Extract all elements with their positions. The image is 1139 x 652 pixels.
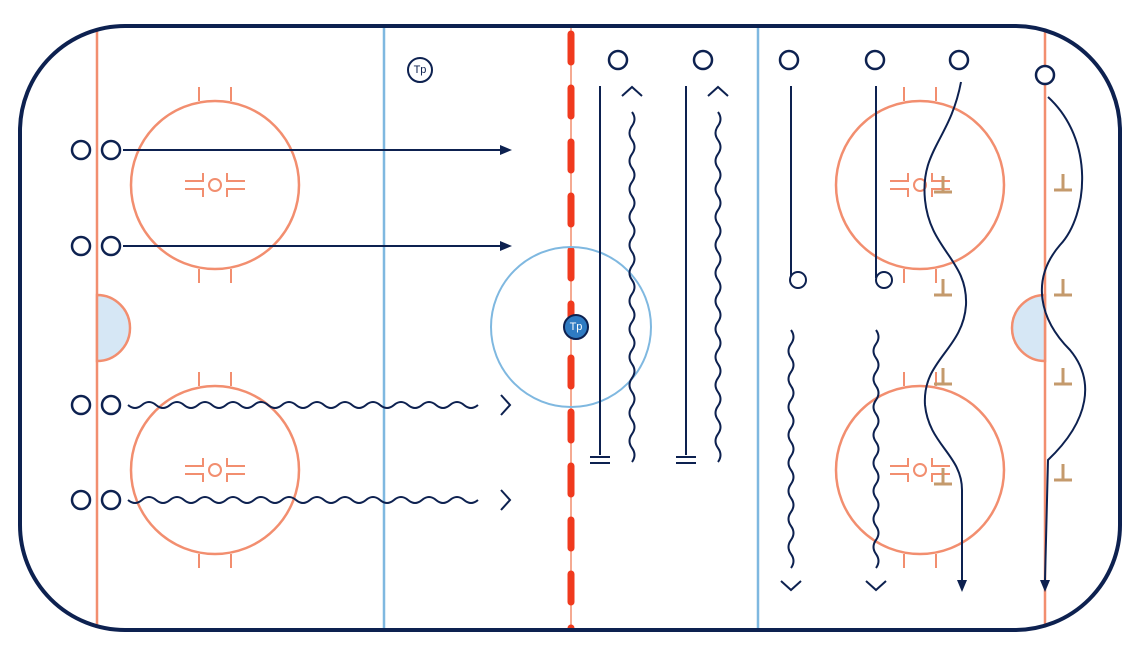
chevron-up-icon: [707, 85, 729, 97]
faceoff-circle: [834, 87, 1006, 283]
weave-path: [923, 81, 968, 580]
coach-label: Tp: [414, 64, 427, 76]
t-cone-icon: [934, 176, 952, 194]
chevron-right-icon: [500, 394, 512, 416]
player-circle-icon: [778, 49, 800, 71]
t-cone-icon: [934, 468, 952, 486]
player-circle-icon: [1034, 64, 1056, 86]
t-cone-icon: [1054, 368, 1072, 386]
coach-label: Tp: [570, 321, 583, 333]
faceoff-circles: [129, 87, 1006, 568]
faceoff-hash-marks: [185, 173, 245, 197]
faceoff-dot: [913, 178, 927, 192]
left-goal-crease: [95, 293, 132, 363]
player-circle-icon: [100, 235, 122, 257]
chevron-down-icon: [865, 580, 887, 592]
skate-with-puck-path: [872, 329, 880, 569]
t-cone-icon: [1054, 464, 1072, 482]
faceoff-dot: [208, 463, 222, 477]
skate-with-puck-path: [127, 401, 479, 409]
arrow-icon: [500, 241, 512, 251]
faceoff-ring: [834, 99, 1006, 271]
player-circle-icon: [70, 489, 92, 511]
skate-with-puck-path: [714, 111, 722, 463]
faceoff-ring: [129, 99, 301, 271]
chevron-down-icon: [780, 580, 802, 592]
faceoff-ring: [129, 384, 301, 556]
player-circle-icon: [100, 139, 122, 161]
faceoff-circle: [129, 372, 301, 568]
player-circle-icon: [70, 394, 92, 416]
t-cone-icon: [934, 279, 952, 297]
skate-with-puck-path: [628, 111, 636, 463]
player-circle-icon: [607, 49, 629, 71]
tp-circle-icon: [407, 57, 433, 83]
coach-top: Tp: [407, 57, 433, 83]
player-circle-icon: [948, 49, 970, 71]
faceoff-hash-marks: [890, 173, 950, 197]
arrow-icon: [957, 580, 967, 592]
arrow-icon: [1040, 580, 1050, 592]
puck-circle-icon: [875, 271, 893, 289]
skate-with-puck-path: [127, 496, 479, 504]
faceoff-ring: [834, 384, 1006, 556]
right-goal-crease: [1010, 293, 1047, 363]
skate-with-puck-path: [787, 329, 795, 569]
t-cone-icon: [934, 368, 952, 386]
player-circle-icon: [100, 394, 122, 416]
player-circle-icon: [70, 139, 92, 161]
player-circle-icon: [70, 235, 92, 257]
weave-path: [1040, 96, 1087, 581]
t-cone-icon: [1054, 279, 1072, 297]
chevron-right-icon: [500, 489, 512, 511]
rink-markings: [95, 26, 1047, 630]
coach-center: Tp: [563, 314, 589, 340]
player-circle-icon: [864, 49, 886, 71]
faceoff-hash-marks: [185, 458, 245, 482]
puck-circle-icon: [789, 271, 807, 289]
player-circle-icon: [692, 49, 714, 71]
t-cone-icon: [1054, 174, 1072, 192]
arrow-icon: [500, 145, 512, 155]
chevron-up-icon: [621, 85, 643, 97]
center-faceoff-dot: [563, 314, 589, 340]
faceoff-circle: [129, 87, 301, 283]
faceoff-dot: [208, 178, 222, 192]
faceoff-dot: [913, 463, 927, 477]
drill-paths: [70, 49, 1087, 592]
faceoff-hash-marks: [890, 458, 950, 482]
faceoff-circle: [834, 372, 1006, 568]
rink-boards: [18, 24, 1122, 632]
center-ice-circle: [490, 246, 652, 408]
player-circle-icon: [100, 489, 122, 511]
